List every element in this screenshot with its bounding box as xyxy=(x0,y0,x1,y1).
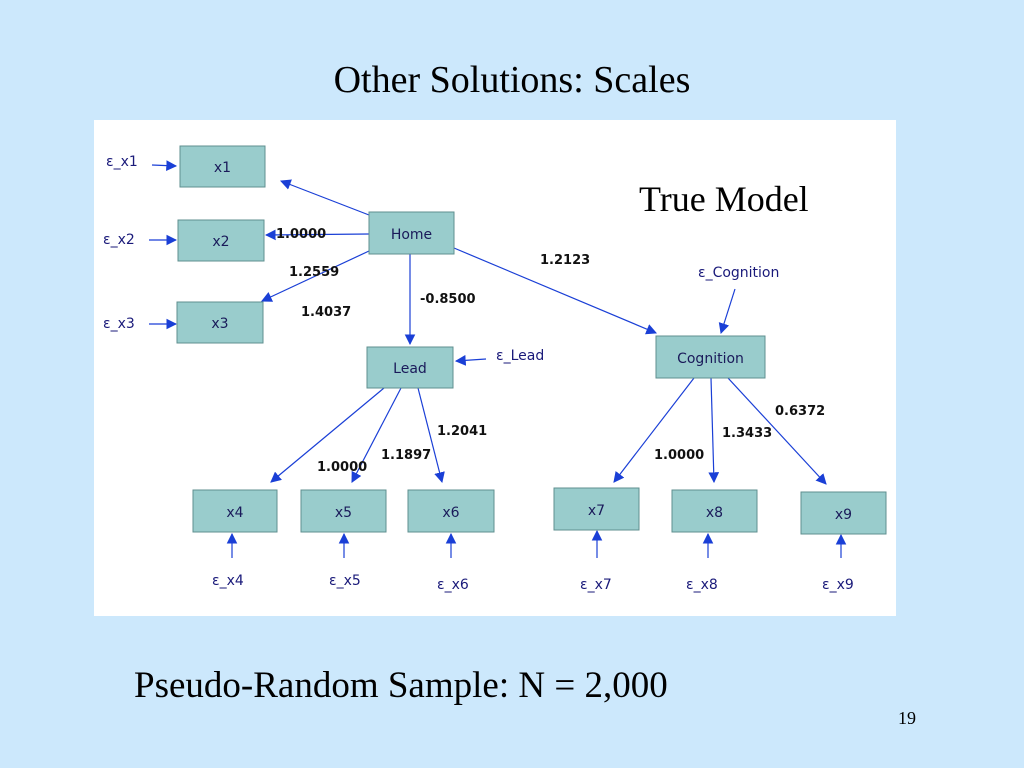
coef-home-cognition: 1.2123 xyxy=(540,253,590,268)
coef-cognition-x9: 0.6372 xyxy=(775,404,825,419)
error-arrows xyxy=(149,160,847,558)
slide-title: Other Solutions: Scales xyxy=(333,59,691,101)
node-cognition[interactable]: Cognition xyxy=(655,335,766,379)
node-x2[interactable]: x2 xyxy=(177,219,265,262)
svg-text:x8: x8 xyxy=(706,505,723,521)
edge-cognition-x8 xyxy=(708,377,720,484)
path-diagram: x1 x2 x3 Home Lead Cognition xyxy=(103,145,887,593)
coef-cognition-x8: 1.3433 xyxy=(722,426,772,441)
svg-text:x9: x9 xyxy=(835,507,852,523)
svg-text:x7: x7 xyxy=(588,503,605,519)
node-x7[interactable]: x7 xyxy=(553,487,640,531)
error-label-x1: ε_x1 xyxy=(106,154,138,170)
svg-text:x5: x5 xyxy=(335,505,352,521)
node-x8[interactable]: x8 xyxy=(671,489,758,533)
svg-text:x6: x6 xyxy=(442,505,459,521)
node-x4[interactable]: x4 xyxy=(192,489,278,533)
error-arrow-cognition xyxy=(718,288,736,335)
svg-text:x4: x4 xyxy=(226,505,243,521)
edge-lead-x6 xyxy=(417,387,445,484)
error-label-x3: ε_x3 xyxy=(103,316,135,332)
coef-home-x3: 1.2559 xyxy=(289,265,339,280)
edges xyxy=(261,179,827,485)
svg-text:Lead: Lead xyxy=(393,361,427,377)
svg-text:Cognition: Cognition xyxy=(677,351,744,367)
edge-lead-x5 xyxy=(351,387,402,483)
edge-home-x1 xyxy=(279,179,370,216)
sample-caption: Pseudo-Random Sample: N = 2,000 xyxy=(134,665,668,706)
diagram-panel: x1 x2 x3 Home Lead Cognition xyxy=(94,120,896,616)
coefficient-labels: 1.0000 1.2559 1.4037 -0.8500 1.2123 1.00… xyxy=(276,227,825,475)
coef-lead-x4: 1.0000 xyxy=(317,460,367,475)
coef-home-x2: 1.0000 xyxy=(276,227,326,242)
error-label-x4: ε_x4 xyxy=(212,573,244,589)
error-label-x6: ε_x6 xyxy=(437,577,469,593)
error-label-x8: ε_x8 xyxy=(686,577,718,593)
error-label-x9: ε_x9 xyxy=(822,577,854,593)
svg-text:x3: x3 xyxy=(211,316,228,332)
error-label-x7: ε_x7 xyxy=(580,577,612,593)
edge-cognition-x9 xyxy=(727,377,827,485)
svg-text:x1: x1 xyxy=(214,160,231,176)
error-labels: ε_x1 ε_x2 ε_x3 ε_Lead ε_Cognition ε_x4 ε… xyxy=(103,154,854,593)
error-label-x2: ε_x2 xyxy=(103,232,135,248)
edge-home-x3 xyxy=(261,250,370,302)
edge-home-x2 xyxy=(264,229,370,241)
node-x5[interactable]: x5 xyxy=(300,489,387,533)
node-x3[interactable]: x3 xyxy=(176,301,264,344)
coef-lead-x5: 1.1897 xyxy=(381,448,431,463)
true-model-caption: True Model xyxy=(639,179,809,219)
node-x1[interactable]: x1 xyxy=(179,145,266,188)
node-lead[interactable]: Lead xyxy=(366,346,454,389)
coef-cognition-x7: 1.0000 xyxy=(654,448,704,463)
error-arrow-x1 xyxy=(151,160,178,171)
error-arrow-lead xyxy=(454,354,487,366)
coef-home-x3-b: 1.4037 xyxy=(301,305,351,320)
coef-lead-x6: 1.2041 xyxy=(437,424,487,439)
svg-text:x2: x2 xyxy=(212,234,229,250)
error-label-x5: ε_x5 xyxy=(329,573,361,589)
nodes: x1 x2 x3 Home Lead Cognition xyxy=(176,145,887,535)
edge-home-cognition xyxy=(453,247,657,335)
edge-lead-x4 xyxy=(270,387,385,483)
node-x9[interactable]: x9 xyxy=(800,491,887,535)
error-label-lead: ε_Lead xyxy=(496,348,544,364)
node-home[interactable]: Home xyxy=(368,211,455,255)
coef-home-lead: -0.8500 xyxy=(420,292,476,307)
edge-cognition-x7 xyxy=(613,377,695,483)
node-x6[interactable]: x6 xyxy=(407,489,495,533)
page-number: 19 xyxy=(898,708,916,728)
svg-text:Home: Home xyxy=(391,227,432,243)
error-label-cognition: ε_Cognition xyxy=(698,265,779,281)
